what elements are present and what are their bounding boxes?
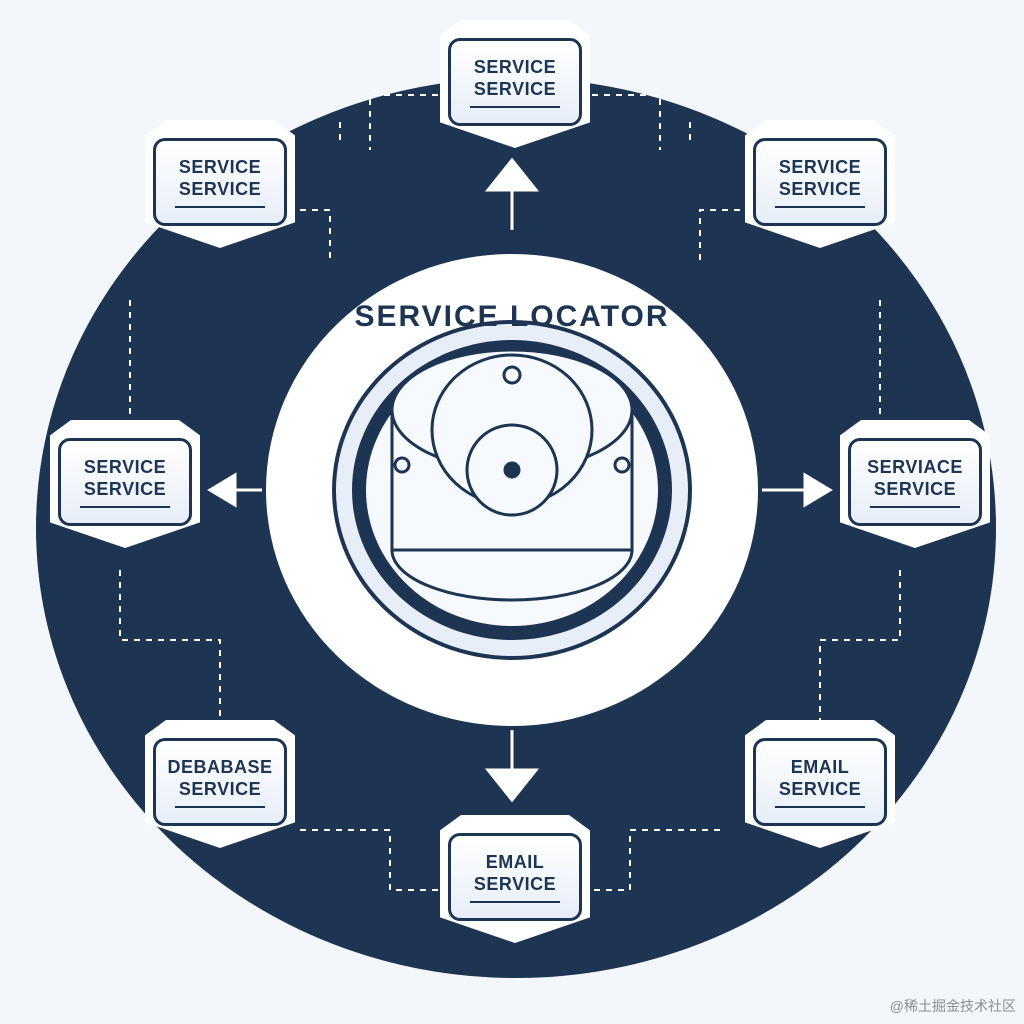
node-underline xyxy=(470,901,560,903)
node-label-line2: SERVICE xyxy=(473,874,557,894)
service-node-top[interactable]: SERVICE SERVICE xyxy=(440,20,590,148)
service-node-mid-right[interactable]: SERVIACE SERVICE xyxy=(840,420,990,548)
hub-core-icon xyxy=(390,348,634,602)
service-locator-hub: SERVICE LOCATOR xyxy=(262,250,762,750)
node-label-line1: SERVICE xyxy=(178,157,262,177)
service-node-top-left[interactable]: SERVICE SERVICE xyxy=(145,120,295,248)
node-underline xyxy=(80,506,170,508)
node-label-line1: SERVICE xyxy=(778,157,862,177)
email-service-node-right[interactable]: EMAIL SERVICE xyxy=(745,720,895,848)
service-node-mid-left[interactable]: SERVICE SERVICE xyxy=(50,420,200,548)
node-label-line1: SERVIACE xyxy=(867,457,963,477)
node-label-line2: SERVICE xyxy=(778,779,862,799)
node-label-line2: SERVICE xyxy=(778,179,862,199)
node-label-line1: SERVICE xyxy=(83,457,167,477)
node-underline xyxy=(175,806,265,808)
service-node-top-right[interactable]: SERVICE SERVICE xyxy=(745,120,895,248)
email-service-node-bottom[interactable]: EMAIL SERVICE xyxy=(440,815,590,943)
database-service-node[interactable]: DEBABASE SERVICE xyxy=(145,720,295,848)
node-label-line1: SERVICE xyxy=(473,57,557,77)
node-underline xyxy=(870,506,960,508)
node-label-line1: EMAIL xyxy=(790,757,850,777)
node-label-line2: SERVICE xyxy=(178,779,262,799)
node-label-line2: SERVICE xyxy=(83,479,167,499)
node-label-line1: DEBABASE xyxy=(167,757,273,777)
node-underline xyxy=(470,106,560,108)
node-label-line2: SERVICE xyxy=(473,79,557,99)
node-label-line2: SERVICE xyxy=(178,179,262,199)
node-label-line1: EMAIL xyxy=(485,852,545,872)
node-underline xyxy=(175,206,265,208)
node-underline xyxy=(775,806,865,808)
node-label-line2: SERVICE xyxy=(873,479,957,499)
node-underline xyxy=(775,206,865,208)
hub-title: SERVICE LOCATOR xyxy=(354,300,670,333)
watermark: @稀土掘金技术社区 xyxy=(889,998,1016,1014)
